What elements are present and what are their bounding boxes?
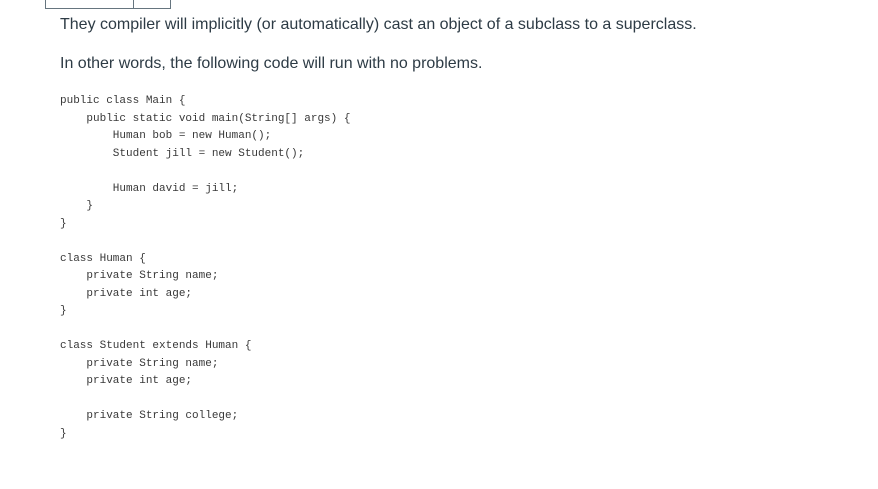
paragraph-implicit-cast: They compiler will implicitly (or automa… [60,16,697,33]
page-content: They compiler will implicitly (or automa… [60,16,697,440]
paragraph-intro-code: In other words, the following code will … [60,55,483,72]
java-code-block: public class Main { public static void m… [60,95,351,440]
clipped-table-bottom-fragment [45,0,171,9]
fragment-cell-divider [133,0,134,8]
